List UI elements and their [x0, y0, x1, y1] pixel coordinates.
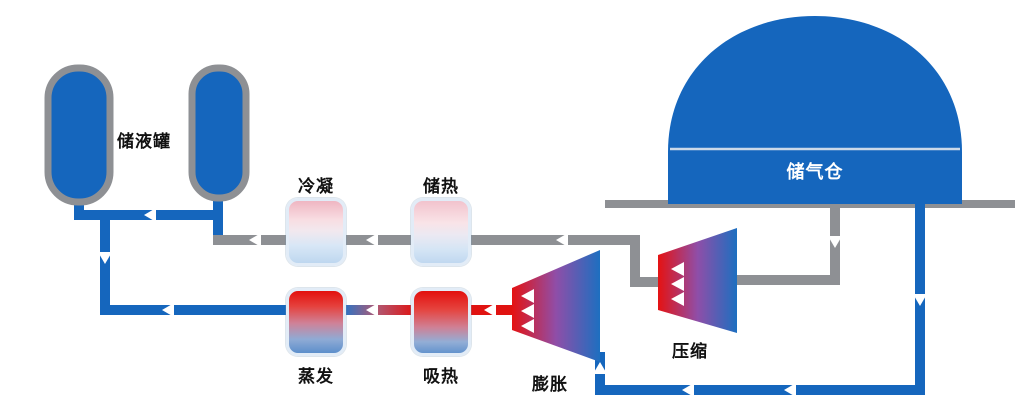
flow-arrow-up-icon [593, 362, 607, 374]
label-gas-storage: 储气仓 [786, 162, 844, 182]
flow-arrow-left-icon [784, 383, 796, 397]
flow-arrow-left-icon [144, 208, 156, 222]
expander-flow-arrow-icon [521, 289, 534, 303]
pipe-evap-to-absorb [345, 305, 415, 315]
expander-flow-arrow-icon [521, 304, 534, 318]
flow-arrow-left-icon [249, 233, 261, 247]
flow-arrow-left-icon [682, 383, 694, 397]
compressor-flow-arrow-icon [671, 292, 684, 306]
flow-arrow-left-icon [556, 233, 568, 247]
heat-storage-box [411, 198, 471, 266]
flow-arrow-left-icon [484, 303, 496, 317]
label-heat-storage: 储热 [423, 177, 459, 196]
flow-arrow-down-icon [98, 252, 112, 264]
heat-absorber-box [411, 288, 471, 356]
flow-arrow-down-icon [828, 236, 842, 248]
label-expand: 膨胀 [532, 375, 568, 394]
label-condense: 冷凝 [298, 177, 334, 196]
pipe-gray-elbow [630, 235, 640, 287]
pipe-right-tank-drop [213, 193, 223, 245]
liquid-tank-left [44, 64, 114, 206]
liquid-tank-right [188, 64, 250, 202]
condenser-box [286, 198, 346, 266]
expander-flow-arrow-icon [521, 319, 534, 333]
expander-shape [512, 250, 600, 362]
pipe-bottom-left [100, 305, 346, 315]
label-heat-absorb: 吸热 [423, 367, 459, 386]
compressor-shape [658, 228, 737, 333]
flow-arrow-left-icon [366, 233, 378, 247]
pipe-gray-from-compressor [735, 275, 840, 285]
pipe-gray-to-compressor [630, 277, 662, 287]
ground-line [605, 200, 1015, 208]
flow-arrow-left-icon [366, 303, 378, 317]
compressor-flow-arrow-icon [671, 262, 684, 276]
label-evaporate: 蒸发 [298, 367, 334, 386]
label-compress: 压缩 [672, 342, 708, 361]
flow-arrow-left-icon [162, 303, 174, 317]
label-liquid-tank: 储液罐 [117, 132, 171, 151]
evaporator-box [286, 288, 346, 356]
flow-arrow-down-icon [913, 294, 927, 306]
compressor-flow-arrow-icon [671, 277, 684, 291]
pipe-bottom-right [595, 385, 925, 395]
pipe-left-tank-drop [74, 195, 84, 220]
